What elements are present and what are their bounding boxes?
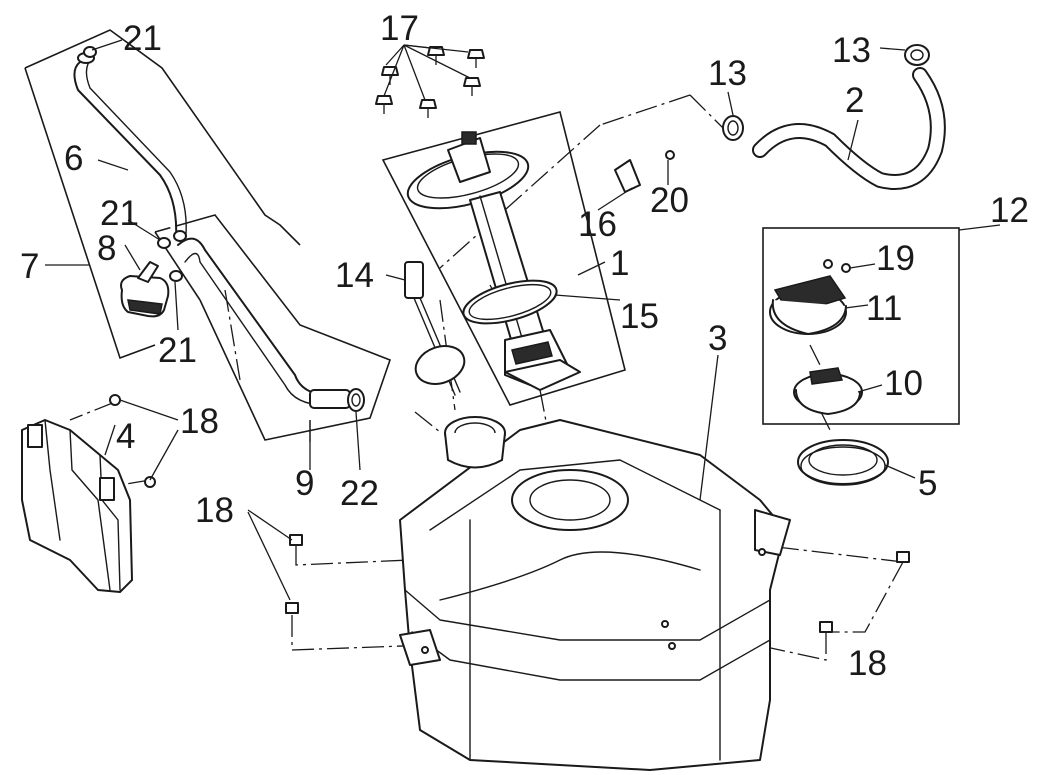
callout-4: 4 xyxy=(116,417,135,456)
callout-5: 5 xyxy=(918,464,937,503)
leader-lines xyxy=(45,39,1001,601)
fuel-tank-3 xyxy=(399,416,791,771)
clamp-22 xyxy=(347,388,365,412)
callout-19: 19 xyxy=(876,239,915,278)
callout-6: 6 xyxy=(64,139,83,178)
screw-17 xyxy=(375,95,393,114)
callout-20: 20 xyxy=(650,181,689,220)
callout-18: 18 xyxy=(180,402,219,441)
callout-1: 1 xyxy=(610,244,629,283)
callout-9: 9 xyxy=(295,464,314,503)
cap-11 xyxy=(769,275,847,335)
screws-17 xyxy=(375,46,485,118)
callout-7: 7 xyxy=(20,247,39,286)
callout-22: 22 xyxy=(340,474,379,513)
bolt-18-tank-d xyxy=(819,621,833,633)
gasket-5 xyxy=(797,439,889,486)
frame-group-cap xyxy=(762,227,960,425)
frame-group-fuel-pump xyxy=(381,111,626,406)
callout-11: 11 xyxy=(866,289,902,328)
callout-8: 8 xyxy=(97,229,116,268)
screw-19 xyxy=(823,259,851,273)
callout-21: 21 xyxy=(123,19,162,58)
bolt-18-tank-b xyxy=(285,602,299,614)
callout-12: 12 xyxy=(990,191,1029,230)
clamp-21-low xyxy=(169,270,183,282)
callout-13: 13 xyxy=(708,54,747,93)
callout-14: 14 xyxy=(335,256,374,295)
callout-15: 15 xyxy=(620,297,659,336)
screw-17 xyxy=(467,49,485,68)
screw-17 xyxy=(419,99,437,118)
fuel-pump-1 xyxy=(406,131,581,391)
clamp-21-mid xyxy=(157,237,171,249)
callout-2: 2 xyxy=(845,81,864,120)
callout-21: 21 xyxy=(100,194,139,233)
bolt-18-tank-a xyxy=(289,534,303,546)
screw-20 xyxy=(665,150,675,160)
clamp-21-top xyxy=(83,46,97,58)
bolt-18-bracket-low xyxy=(144,476,156,488)
callout-18: 18 xyxy=(848,644,887,683)
sender-14 xyxy=(404,261,466,396)
clamp-13-left xyxy=(722,115,744,141)
callout-16: 16 xyxy=(578,205,617,244)
clip-16 xyxy=(614,159,641,193)
bolt-18-tank-c xyxy=(896,551,910,563)
clamp-13-right xyxy=(904,44,930,66)
hose-2 xyxy=(752,67,946,190)
callout-10: 10 xyxy=(884,364,923,403)
screw-17 xyxy=(463,77,481,96)
callout-labels: 21 6 7 21 8 21 9 22 4 18 18 18 17 14 15 … xyxy=(20,9,1029,683)
callout-13: 13 xyxy=(832,31,871,70)
callout-17: 17 xyxy=(380,9,419,48)
hose-9 xyxy=(177,237,353,409)
valve-8 xyxy=(120,261,170,318)
callout-3: 3 xyxy=(708,319,727,358)
callout-21: 21 xyxy=(158,331,197,370)
cap-base-10 xyxy=(793,367,863,415)
oring-15 xyxy=(462,279,558,325)
bracket-4 xyxy=(21,419,133,593)
bolt-18-bracket-top xyxy=(109,394,121,406)
callout-18: 18 xyxy=(195,491,234,530)
